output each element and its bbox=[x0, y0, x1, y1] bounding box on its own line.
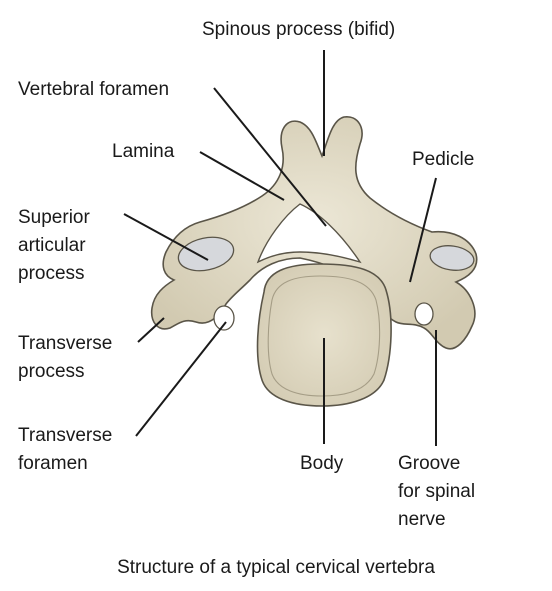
label-vertebral-foramen: Vertebral foramen bbox=[18, 79, 170, 100]
label-lamina: Lamina bbox=[112, 141, 175, 162]
right-transverse-foramen bbox=[414, 302, 434, 326]
label-groove-line-3: nerve bbox=[398, 509, 446, 530]
vertebral-body bbox=[256, 263, 392, 407]
label-groove-line-1: Groove bbox=[398, 453, 461, 474]
label-transverse-foramen: Transverse foramen bbox=[18, 424, 112, 476]
label-body: Body bbox=[300, 453, 344, 474]
label-spinous-process: Spinous process (bifid) bbox=[202, 19, 396, 40]
leader-vertebral-foramen bbox=[213, 87, 327, 227]
label-superior-articular-line-2: articular bbox=[18, 235, 86, 256]
label-superior-articular-line-1: Superior bbox=[18, 207, 90, 228]
left-articular-facet bbox=[177, 236, 235, 272]
label-transverse-process: Transverse process bbox=[18, 332, 112, 384]
figure-caption: Structure of a typical cervical vertebra bbox=[117, 557, 435, 578]
label-superior-articular-line-3: process bbox=[18, 263, 85, 284]
label-superior-articular-process: Superior articular process bbox=[18, 206, 90, 286]
label-transverse-foramen-line-2: foramen bbox=[18, 453, 88, 474]
leader-lamina bbox=[199, 151, 285, 201]
vertebral-foramen-opening bbox=[256, 203, 362, 264]
label-transverse-process-line-1: Transverse bbox=[18, 333, 113, 354]
leader-transverse-foramen bbox=[135, 321, 227, 437]
label-groove-for-spinal-nerve: Groove for spinal nerve bbox=[398, 452, 475, 532]
label-pedicle: Pedicle bbox=[412, 149, 475, 170]
right-articular-facet bbox=[429, 245, 475, 271]
leader-pedicle bbox=[409, 177, 437, 283]
label-transverse-foramen-line-1: Transverse bbox=[18, 425, 113, 446]
leader-transverse-process bbox=[137, 317, 165, 343]
vertebral-body-rim bbox=[267, 275, 381, 397]
leader-lines bbox=[123, 50, 437, 446]
leader-superior-articular bbox=[123, 213, 209, 261]
left-transverse-foramen bbox=[213, 305, 235, 331]
label-groove-line-2: for spinal bbox=[398, 481, 476, 502]
label-transverse-process-line-2: process bbox=[18, 361, 85, 382]
